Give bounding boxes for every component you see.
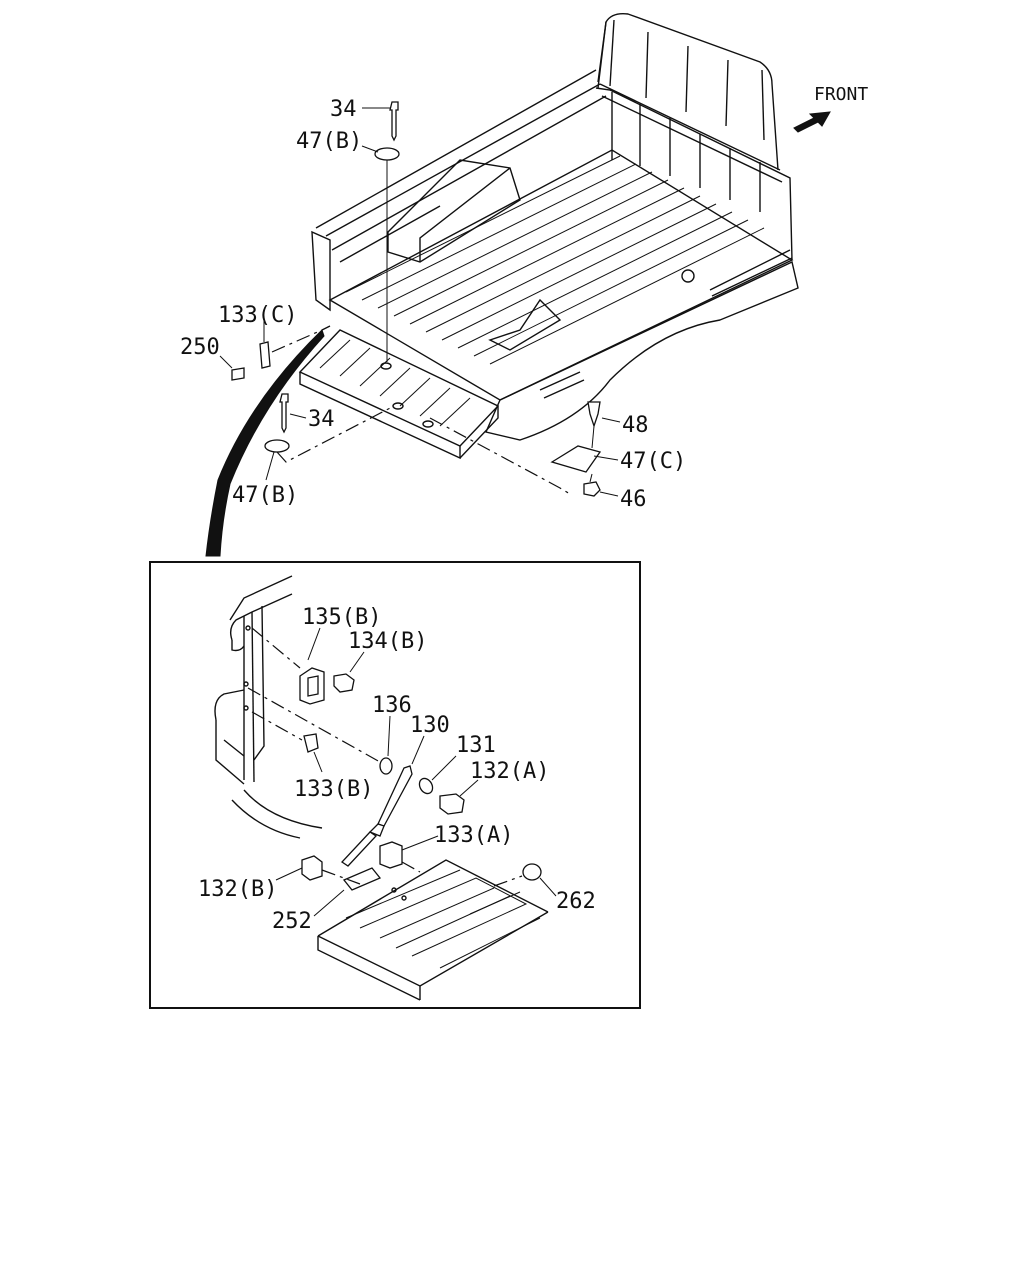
detail-frame <box>149 561 641 1009</box>
callout-130: 130 <box>410 713 450 738</box>
callout-47b-bottom: 47(B) <box>232 483 298 508</box>
callout-133a: 133(A) <box>434 823 513 848</box>
truck-bed-illustration <box>298 12 799 460</box>
callout-250: 250 <box>180 335 220 360</box>
callout-252: 252 <box>272 909 312 934</box>
callout-132a: 132(A) <box>470 759 549 784</box>
callout-131: 131 <box>456 733 496 758</box>
front-arrow-icon <box>793 111 831 133</box>
callout-132b: 132(B) <box>198 877 277 902</box>
callout-34-mid: 34 <box>308 407 335 432</box>
callout-47c: 47(C) <box>620 449 686 474</box>
callout-46: 46 <box>620 487 647 512</box>
callout-133c: 133(C) <box>218 303 297 328</box>
callout-34-top: 34 <box>330 97 357 122</box>
front-orientation-marker: FRONT <box>793 84 868 133</box>
front-label: FRONT <box>814 84 868 105</box>
callout-133b: 133(B) <box>294 777 373 802</box>
upper-parts: 34 47(B) 133(C) 250 34 47(B) 48 47(C) <box>180 97 686 557</box>
callout-262: 262 <box>556 889 596 914</box>
callout-134b: 134(B) <box>348 629 427 654</box>
callout-136: 136 <box>372 693 412 718</box>
detail-illustration: 135(B) 134(B) 133(B) 136 130 131 132(A) <box>198 575 596 1001</box>
callout-135b: 135(B) <box>302 605 381 630</box>
callout-48: 48 <box>622 413 649 438</box>
callout-47b-top: 47(B) <box>296 129 362 154</box>
